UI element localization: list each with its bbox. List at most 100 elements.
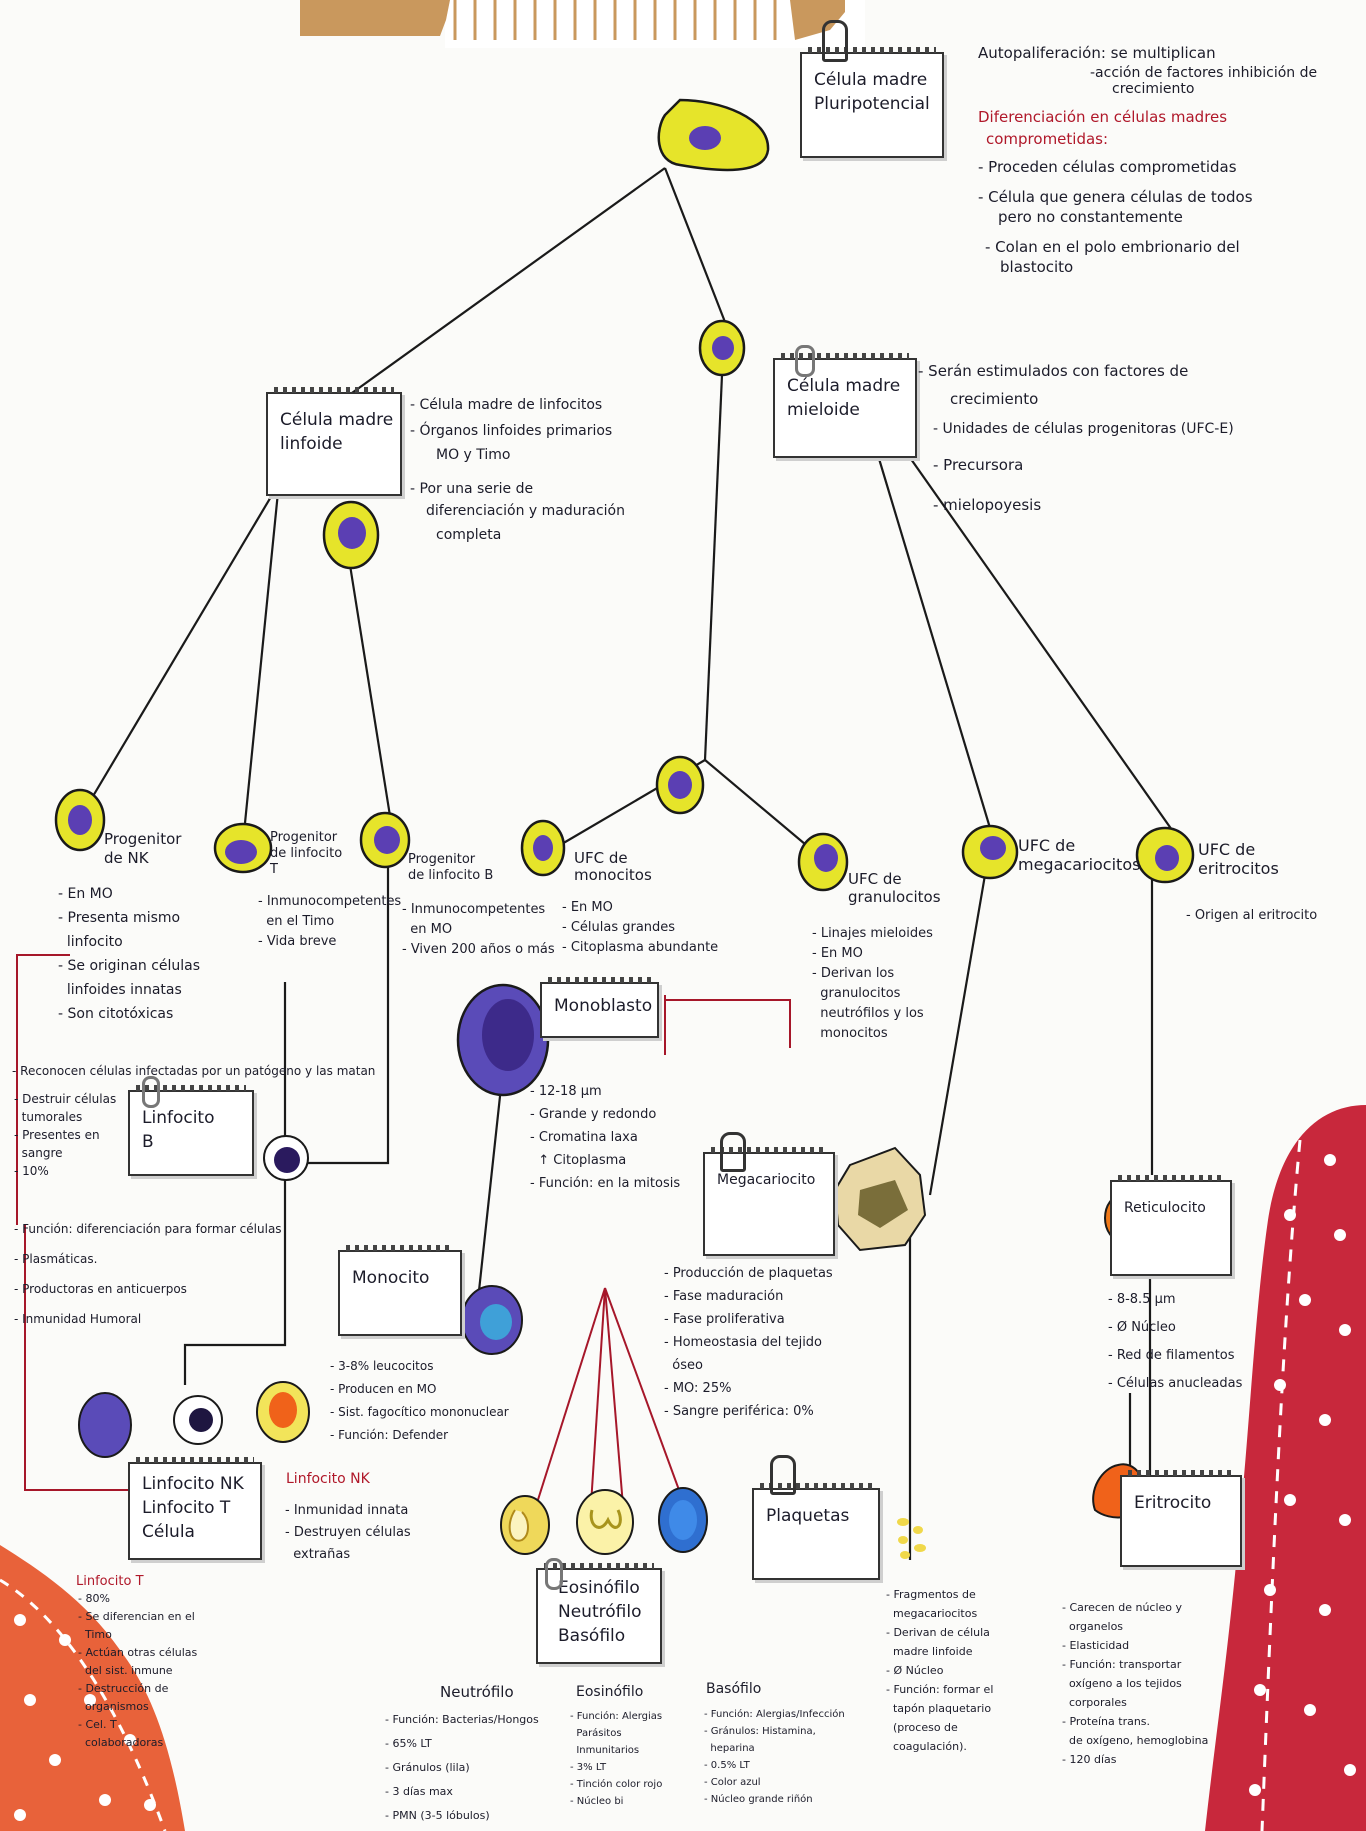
basophil-items: - Función: Alergias/Infección - Gránulos…	[704, 1709, 845, 1805]
note-monocyte: Monocito	[338, 1245, 462, 1336]
lymphoid-l1: - Célula madre de linfocitos	[410, 397, 603, 413]
note-nk-t-cell: Linfocito NK Linfocito T Célula	[128, 1457, 262, 1560]
ufc-erythrocytes-items: - Origen al eritrocito	[1186, 908, 1318, 923]
cell-lymphocyte-nk	[78, 1392, 132, 1458]
ufc-megakaryocytes-title: UFC de megacariocitos	[1018, 836, 1141, 874]
cell-monocyte	[461, 1285, 523, 1355]
binder-clip-icon	[770, 1455, 796, 1495]
myeloid-l4: - Precursora	[933, 456, 1024, 474]
note-myeloid: Célula madre mieloide	[773, 353, 917, 458]
intro-heading2: comprometidas:	[986, 130, 1109, 148]
note-megakaryocyte: Megacariocito	[703, 1147, 835, 1256]
decor-orange-dash	[0, 1578, 167, 1831]
cell-ufc-granulocytes	[797, 832, 849, 892]
b-function-text: - Función: diferenciación para formar cé…	[14, 1222, 282, 1326]
intro-bullet3a: - Colan en el polo embrionario del	[985, 238, 1240, 256]
note-erythrocyte-label: Eritrocito	[1134, 1493, 1212, 1513]
brown-paper-tr	[790, 0, 845, 40]
progenitor-b-title: Progenitor de linfocito B	[408, 852, 494, 883]
note-reticulocyte-label: Reticulocito	[1124, 1200, 1206, 1216]
note-monoblast: Monoblasto	[540, 977, 659, 1038]
neutrophil-items: - Función: Bacterias/Hongos - 65% LT - G…	[385, 1713, 539, 1822]
eosinophil-title: Eosinófilo	[576, 1684, 644, 1700]
brown-paper-tl	[300, 0, 450, 36]
lymphoid-l5: diferenciación y maduración	[426, 503, 625, 519]
cell-lymphocyte-t	[173, 1395, 223, 1445]
myeloid-l1: - Serán estimulados con factores de	[918, 362, 1189, 380]
platelets-text: - Fragmentos de megacariocitos - Derivan…	[886, 1588, 994, 1753]
binder-clip-icon	[822, 20, 848, 62]
cell-progenitor-t	[213, 822, 273, 874]
progenitor-b-items: - Inmunocompetentes en MO - Viven 200 añ…	[402, 902, 555, 957]
cell-progenitor-b	[359, 811, 411, 869]
note-monoblast-label: Monoblasto	[554, 996, 653, 1016]
note-reticulocyte: Reticulocito	[1110, 1175, 1232, 1276]
intro-bullet2b: pero no constantemente	[998, 208, 1183, 226]
progenitor-t-title: Progenitor de linfocito T	[270, 830, 343, 877]
binder-clip-icon	[545, 1558, 563, 1590]
note-nk-t-cell-label: Linfocito NK Linfocito T Célula	[142, 1474, 244, 1542]
note-lymphoid: Célula madre linfoide	[266, 387, 402, 496]
decor-red-dash	[1260, 1139, 1302, 1831]
note-platelets-label: Plaquetas	[766, 1506, 850, 1526]
t-title: Linfocito T	[76, 1574, 144, 1589]
cell-ufc-erythrocytes	[1135, 826, 1195, 884]
decor-orange-dots	[14, 1614, 156, 1821]
title-line1: Autopaliferación: se multiplican	[978, 44, 1216, 62]
cream-stripes	[453, 0, 777, 40]
cell-lymphocyte-b	[263, 1135, 309, 1181]
intro-heading1: Diferenciación en células madres	[978, 108, 1228, 126]
myeloid-l3: - Unidades de células progenitoras (UFC-…	[933, 421, 1234, 437]
ufc-monocytes-title: UFC de monocitos	[574, 849, 652, 884]
note-granulocytes-label: Eosinófilo Neutrófilo Basófilo	[558, 1578, 642, 1646]
cell-platelets	[897, 1518, 926, 1559]
nk-title: Linfocito NK	[286, 1471, 370, 1487]
title-line3: crecimiento	[1112, 81, 1195, 97]
binder-clip-icon	[795, 345, 815, 377]
red-lines	[16, 954, 791, 1531]
cell-eosinophil	[500, 1495, 550, 1555]
cell-neutrophil	[576, 1489, 634, 1555]
cell-basophil	[658, 1487, 708, 1553]
ufc-granulocytes-title: UFC de granulocitos	[848, 870, 941, 906]
note-pluripotent: Célula madre Pluripotencial	[800, 47, 944, 158]
basophil-title: Basófilo	[706, 1681, 762, 1697]
cell-myeloid-branch	[655, 755, 705, 815]
binder-clip-icon	[142, 1076, 160, 1108]
note-monocyte-label: Monocito	[352, 1268, 430, 1288]
ufc-granulocytes-items: - Linajes mieloides - En MO - Derivan lo…	[812, 926, 933, 1041]
ufc-monocytes-items: - En MO - Células grandes - Citoplasma a…	[562, 900, 719, 955]
cell-ufc-monocytes	[520, 819, 566, 877]
cell-megakaryocyte	[833, 1146, 927, 1252]
nk-items-text: - Destruir células tumorales - Presentes…	[14, 1092, 117, 1178]
eosinophil-items: - Función: Alergias Parásitos Inmunitari…	[570, 1711, 663, 1807]
megakaryocyte-text: - Producción de plaquetas - Fase madurac…	[664, 1266, 833, 1419]
note-erythrocyte: Eritrocito	[1120, 1470, 1242, 1567]
stem-cell-pluripotent	[657, 98, 770, 172]
progenitor-t-items: - Inmunocompetentes en el Timo - Vida br…	[258, 894, 402, 949]
lymphoid-l3: MO y Timo	[436, 447, 511, 463]
progenitor-nk-title: Progenitor de NK	[104, 830, 182, 867]
note-lymphoid-label: Célula madre linfoide	[280, 410, 394, 454]
lymphoid-l4: - Por una serie de	[410, 481, 534, 497]
note-megakaryocyte-label: Megacariocito	[717, 1172, 816, 1188]
note-lymphocyte-b-label: Linfocito B	[142, 1108, 215, 1152]
cell-myeloid-precursor	[698, 319, 746, 377]
binder-clip-icon	[720, 1132, 746, 1172]
erythrocyte-text: - Carecen de núcleo y organelos - Elasti…	[1062, 1601, 1209, 1766]
decor-red-dots	[1249, 1154, 1356, 1796]
myeloid-l2: crecimiento	[950, 390, 1039, 408]
title-line2: -acción de factores inhibición de	[1090, 65, 1318, 81]
cell-ufc-megakaryocytes	[961, 824, 1019, 880]
intro-bullet2a: - Célula que genera células de todos	[978, 188, 1253, 206]
intro-bullet3b: blastocito	[1000, 258, 1074, 276]
cell-progenitor-nk	[54, 788, 106, 852]
nk-items: - Inmunidad innata - Destruyen células e…	[285, 1503, 411, 1562]
lymphoid-l2: - Órganos linfoides primarios	[410, 423, 613, 439]
cell-lymphocyte-other	[256, 1381, 310, 1443]
cell-lymphoid-precursor	[322, 500, 380, 570]
intro-bullet1: - Proceden células comprometidas	[978, 158, 1237, 176]
lymphoid-l6: completa	[436, 527, 502, 543]
